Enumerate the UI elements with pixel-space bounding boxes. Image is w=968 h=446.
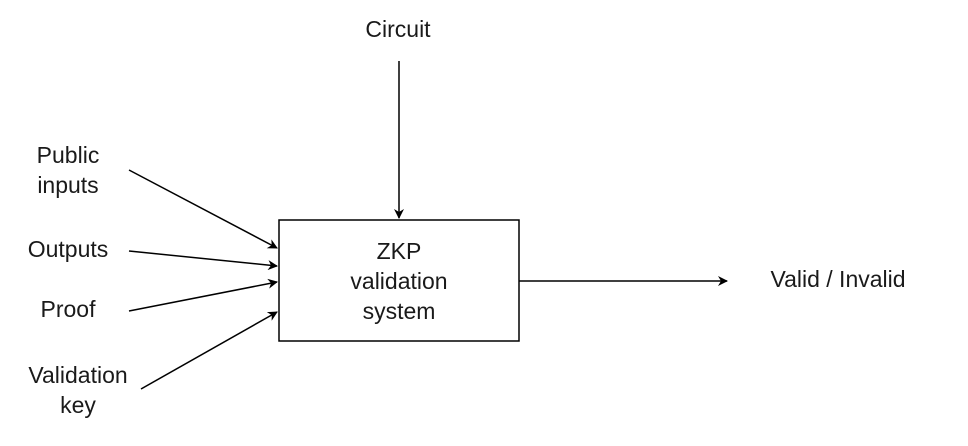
proof-label: Proof <box>18 294 118 324</box>
result-label-text: Valid / Invalid <box>770 266 906 292</box>
public-inputs-label-line: Public <box>36 142 100 168</box>
circuit-label: Circuit <box>348 14 448 44</box>
validation-key-label-line: Validation <box>28 362 128 388</box>
outputs-label-line: Outputs <box>27 236 109 262</box>
validation-key-label-line: key <box>60 392 96 418</box>
zkp-system-label-line: ZKP <box>376 237 422 264</box>
arrow-public-inputs-to-box <box>128 169 278 249</box>
arrow-outputs-to-box <box>128 250 278 271</box>
zkp-system-label-line: validation <box>350 267 448 294</box>
arrow-validation-key-to-box <box>140 311 278 390</box>
validation-key-label: Validation key <box>18 360 138 420</box>
zkp-system-box <box>278 219 520 342</box>
public-inputs-label-line: inputs <box>37 172 99 198</box>
arrow-proof-to-box <box>128 278 278 312</box>
public-inputs-label: Public inputs <box>18 140 118 200</box>
circuit-label-text: Circuit <box>365 16 431 42</box>
outputs-label: Outputs <box>18 234 118 264</box>
zkp-system-label-line: system <box>362 297 436 324</box>
result-label: Valid / Invalid <box>758 264 918 294</box>
zkp-system-label: ZKP validation system <box>279 220 519 341</box>
proof-label-line: Proof <box>40 296 96 322</box>
